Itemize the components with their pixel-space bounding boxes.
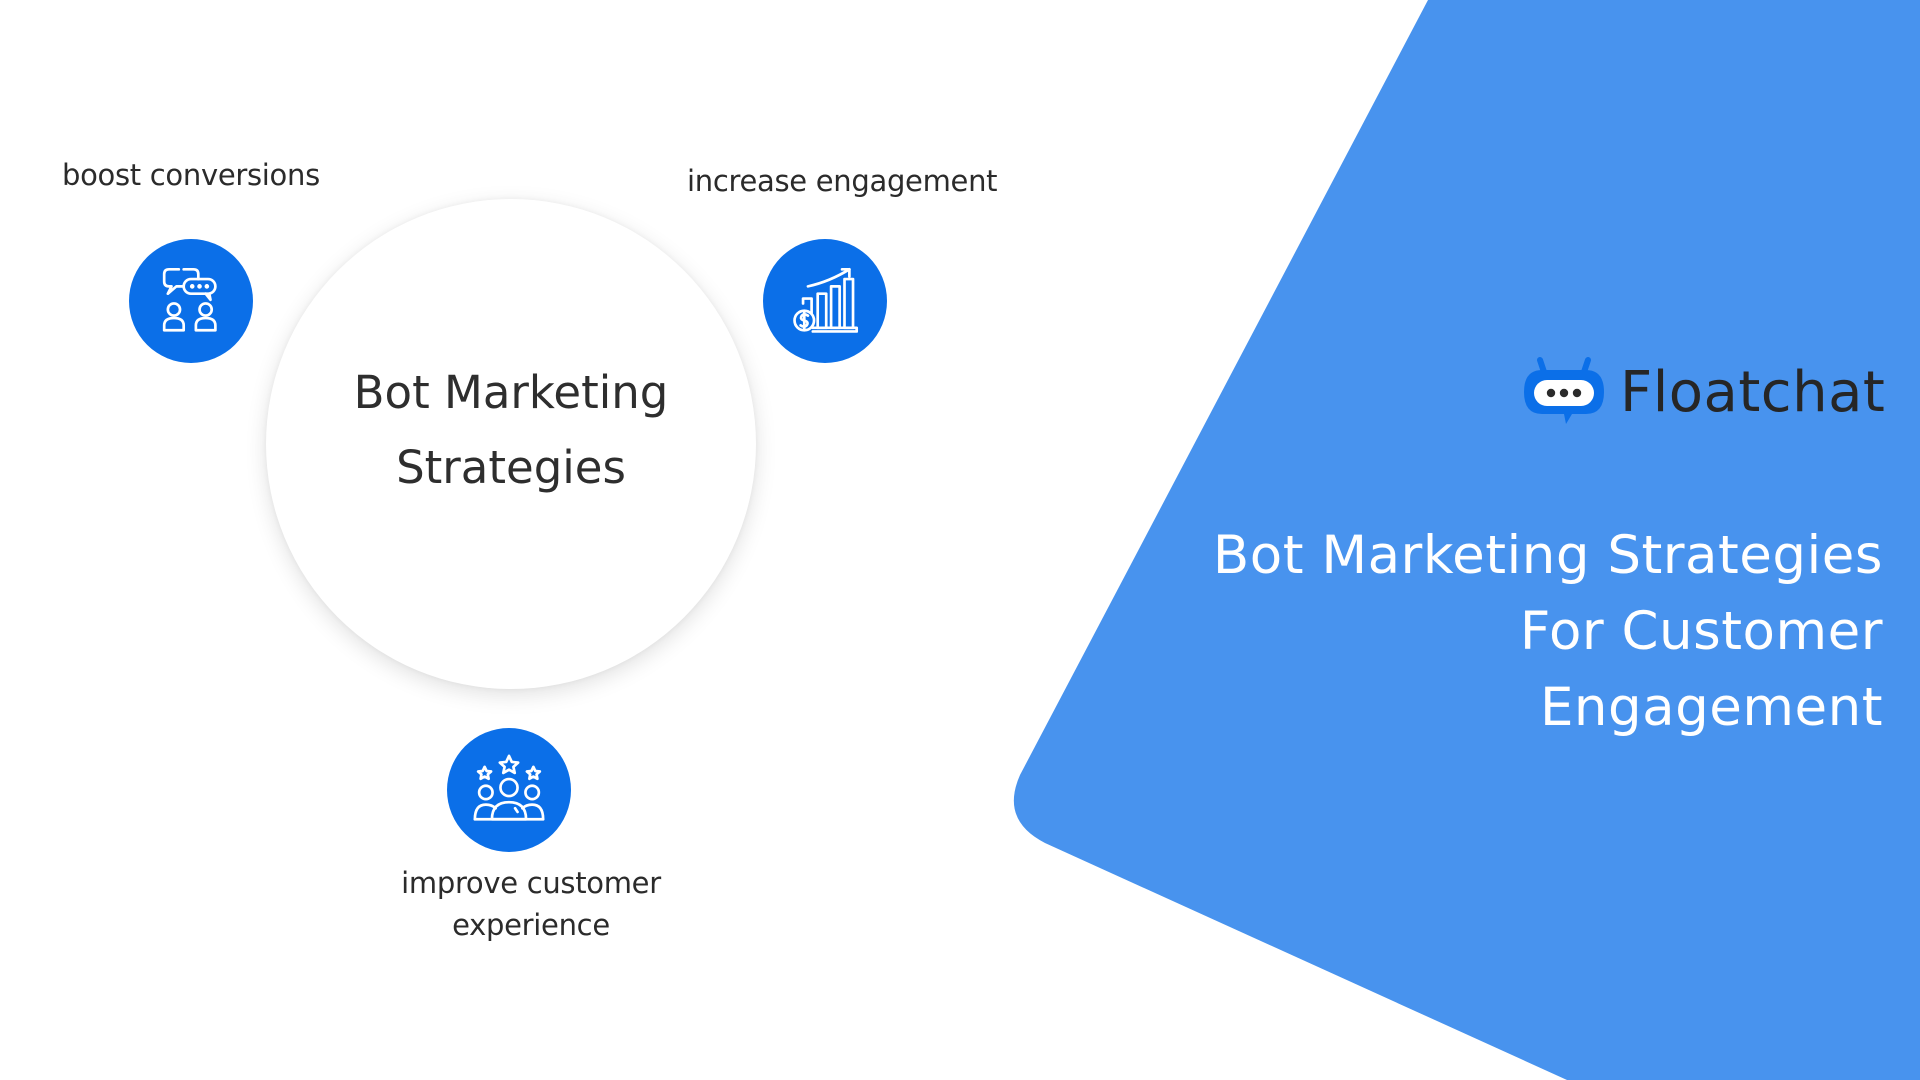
feature-boost-conversions: [129, 239, 253, 363]
brand-logo: Floatchat: [1522, 356, 1885, 428]
center-circle: Bot Marketing Strategies: [266, 199, 756, 689]
hero-title-line1: Bot Marketing Strategies: [1212, 525, 1883, 586]
feature-label-increase-engagement: increase engagement: [687, 164, 998, 198]
feature-label-improve-customer-experience: improve customer experience: [391, 862, 671, 946]
chat-people-icon: [162, 267, 217, 332]
feature-label-line2: experience: [452, 908, 610, 942]
center-title-line1: Bot Marketing: [353, 366, 669, 419]
center-title-line2: Strategies: [396, 441, 626, 494]
feature-label-boost-conversions: boost conversions: [62, 158, 320, 192]
feature-label-line1: improve customer: [401, 866, 661, 900]
feature-increase-engagement: [763, 239, 887, 363]
group-stars-icon: [473, 754, 545, 821]
chatbot-bubble-icon: [1524, 357, 1604, 424]
hero-title-line2: For Customer: [1519, 601, 1883, 662]
growth-chart-dollar-icon: [793, 267, 859, 333]
brand-name: Floatchat: [1620, 359, 1886, 425]
feature-improve-customer-experience: [447, 728, 571, 852]
hero-title-line3: Engagement: [1539, 677, 1883, 738]
hero-title: Bot Marketing Strategies For Customer En…: [1213, 518, 1883, 746]
center-title: Bot Marketing Strategies: [354, 355, 669, 505]
